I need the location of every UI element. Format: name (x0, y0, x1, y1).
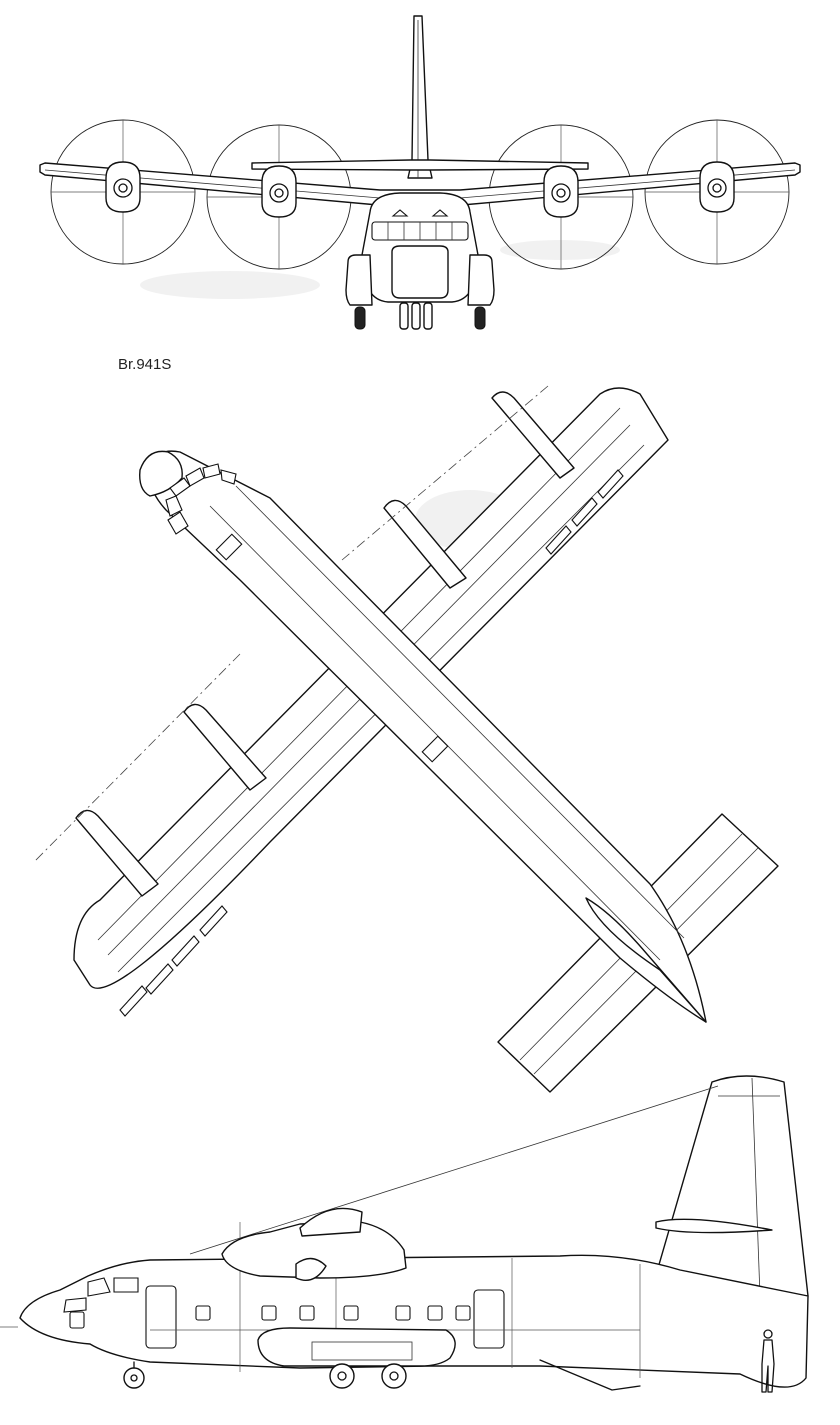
fuselage-side (19, 1254, 809, 1388)
engine-nacelle-side (221, 1221, 407, 1279)
engine-nacelle (261, 165, 297, 218)
crew-door (145, 1285, 177, 1349)
engine-nacelle-plan (75, 391, 575, 897)
wing-root-fairing (299, 1207, 363, 1237)
side-view (0, 1075, 809, 1393)
horizontal-tailplane (251, 159, 589, 171)
rear-loading-ramp (539, 1359, 641, 1391)
human-scale-figure (761, 1329, 775, 1393)
vertical-fin (655, 1075, 809, 1297)
wheel (474, 306, 486, 330)
propeller-axis-lines (33, 385, 549, 863)
sponson-panel (311, 1341, 413, 1361)
engine-nacelle (105, 161, 141, 213)
print-smudge (500, 240, 620, 260)
gear-sponson (257, 1327, 456, 1367)
engine-nacelle (699, 161, 735, 213)
aircraft-designation-label: Br.941S (118, 356, 172, 373)
engine-nacelle (543, 165, 579, 218)
left-gear-pod (345, 254, 373, 306)
nose-wheel (399, 302, 409, 330)
print-smudge (140, 271, 320, 299)
propeller-spinner (295, 1257, 327, 1281)
right-gear-pod (467, 254, 495, 306)
nose-wheel (423, 302, 433, 330)
bracing-line (189, 1085, 719, 1255)
wheel (354, 306, 366, 330)
vertical-tail (407, 15, 433, 179)
front-view (39, 15, 801, 330)
cockpit-glazing (165, 463, 237, 535)
hatch (421, 735, 449, 763)
cabin-windows (69, 1305, 471, 1329)
hatch (215, 533, 243, 561)
wing-flap-segments (119, 469, 624, 1017)
cockpit-windows-side (63, 1277, 139, 1313)
nose-wheel (411, 302, 421, 330)
rear-door (473, 1289, 505, 1349)
main-wheels (329, 1363, 407, 1389)
nose-radome (391, 245, 449, 299)
tail-cone (585, 897, 707, 1023)
top-view (33, 385, 779, 1093)
nose-cone (139, 450, 183, 497)
cockpit-windscreen (371, 209, 469, 241)
nose-wheel-side (123, 1361, 145, 1389)
side-tailplane (655, 1218, 773, 1234)
fin-lines (718, 1077, 780, 1297)
